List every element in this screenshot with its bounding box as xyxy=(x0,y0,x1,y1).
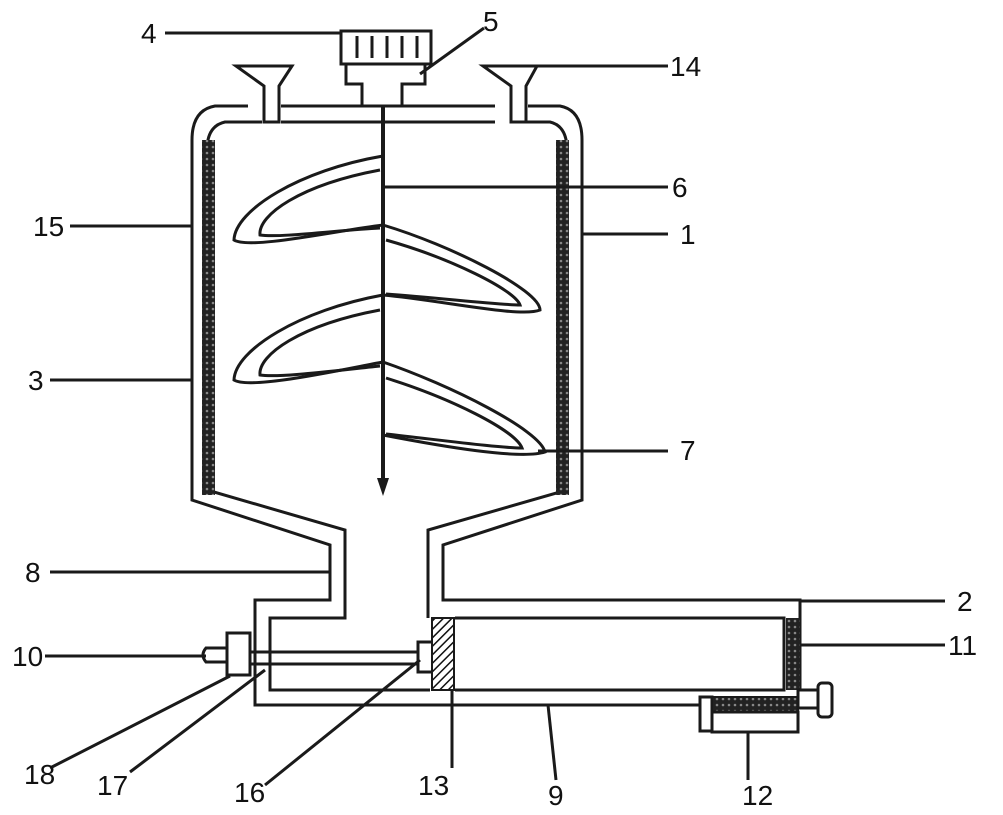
outlet-valve xyxy=(698,681,834,734)
inlet-funnel-right xyxy=(478,64,540,124)
helical-blade xyxy=(232,154,547,456)
end-block xyxy=(225,631,252,677)
heating-coil-right xyxy=(556,140,569,495)
label-8: 8 xyxy=(25,557,41,588)
label-9: 9 xyxy=(548,780,564,811)
label-14: 14 xyxy=(670,51,701,82)
label-17: 17 xyxy=(97,770,128,801)
label-4: 4 xyxy=(141,18,157,49)
label-5: 5 xyxy=(483,6,499,37)
leader-lines xyxy=(45,26,945,787)
motor xyxy=(339,29,433,66)
end-heater xyxy=(786,618,800,690)
label-11: 11 xyxy=(948,630,977,661)
label-12: 12 xyxy=(742,780,773,811)
label-1: 1 xyxy=(680,219,696,250)
bolt-tip xyxy=(201,646,227,664)
label-6: 6 xyxy=(672,172,688,203)
heating-coil-left xyxy=(202,140,215,495)
label-16: 16 xyxy=(234,777,265,808)
inlet-funnel-left xyxy=(231,64,295,124)
label-7: 7 xyxy=(680,435,696,466)
coupling xyxy=(344,62,427,108)
vessel-lid xyxy=(281,104,495,124)
label-13: 13 xyxy=(418,770,449,801)
label-18: 18 xyxy=(24,759,55,790)
vessel-shell xyxy=(190,104,802,707)
stirring-shaft xyxy=(377,106,389,496)
label-10: 10 xyxy=(12,641,43,672)
label-15: 15 xyxy=(33,211,64,242)
label-2: 2 xyxy=(957,586,973,617)
piston-plate xyxy=(431,617,455,691)
label-3: 3 xyxy=(28,365,44,396)
